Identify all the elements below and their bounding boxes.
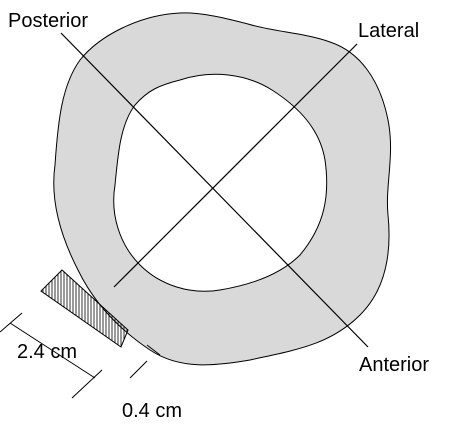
width-dimension-label: 2.4 cm	[17, 341, 77, 363]
gap-dimension-line-left	[129, 360, 148, 379]
hatched-block	[40, 269, 129, 348]
lateral-label: Lateral	[358, 20, 419, 42]
width-tick-lower	[71, 369, 103, 399]
gap-dimension-label: 0.4 cm	[122, 400, 182, 422]
bone-ring	[53, 12, 392, 366]
width-dimension-line	[9, 322, 96, 379]
posterior-label: Posterior	[8, 10, 88, 32]
gap-dimension-line-right	[146, 344, 161, 356]
width-tick-upper	[0, 312, 23, 333]
lateral-line	[113, 43, 358, 288]
posterior-anterior-line	[60, 32, 369, 348]
anterior-label: Anterior	[359, 354, 429, 376]
